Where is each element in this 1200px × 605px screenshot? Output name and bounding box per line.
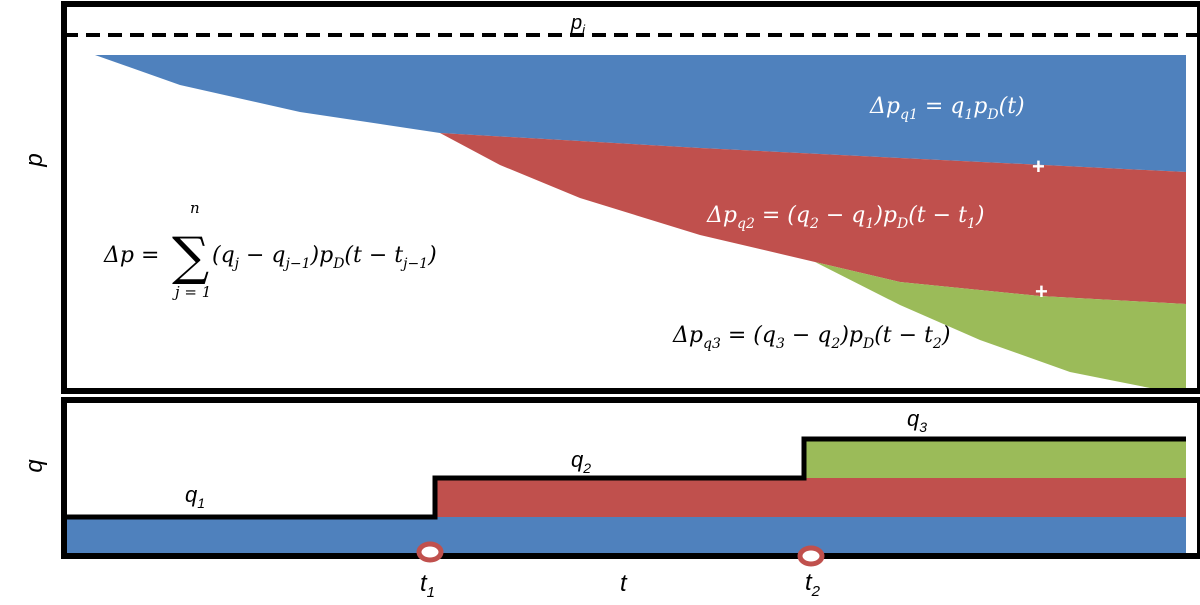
sum-upper-limit: n xyxy=(190,199,200,217)
pressure-panel-frame xyxy=(61,1,1200,394)
red-region-dp-q2 xyxy=(440,133,1186,304)
blue-region-dp-q1 xyxy=(95,55,1186,172)
rate-panel-frame xyxy=(61,397,1200,559)
plus-sign-1: + xyxy=(1032,154,1045,179)
pressure-panel: pi Δpq1 = q1pD(t) + Δpq2 = (q2 − q1)pD(t… xyxy=(61,1,1200,394)
blue-rate-band-q1 xyxy=(64,517,1186,556)
t2-marker xyxy=(797,545,825,567)
rate-step-line xyxy=(64,436,1186,520)
equation-dp-q1: Δpq1 = q1pD(t) xyxy=(869,94,1025,123)
q1-label: q1 xyxy=(185,482,205,511)
red-rate-band-q2 xyxy=(437,478,1186,517)
q2-label: q2 xyxy=(571,447,591,476)
t1-marker xyxy=(416,541,444,563)
sum-lhs: Δp = xyxy=(103,243,159,268)
t1-label: t1 xyxy=(420,570,435,601)
q3-label: q3 xyxy=(907,406,927,435)
green-region-dp-q3 xyxy=(815,262,1186,391)
equation-dp-q2: Δpq2 = (q2 − q1)pD(t − t1) xyxy=(706,203,984,232)
p-axis-label: p xyxy=(21,153,48,167)
q-axis-label: q xyxy=(21,459,48,473)
sum-lower-limit: j = 1 xyxy=(172,283,211,301)
sum-symbol: ∑ xyxy=(172,227,209,287)
initial-pressure-label: pi xyxy=(570,12,586,37)
t-axis-label: t xyxy=(620,570,628,597)
sum-body: (qj − qj−1)pD(t − tj−1) xyxy=(212,243,437,272)
t2-label: t2 xyxy=(805,569,821,600)
rate-panel: q1 q2 q3 xyxy=(61,397,1200,559)
plus-sign-2: + xyxy=(1035,279,1048,304)
equation-dp-q3: Δpq3 = (q3 − q2)pD(t − t2) xyxy=(672,323,950,352)
superposition-sum-equation: Δp = ∑ n j = 1 (qj − qj−1)pD(t − tj−1) xyxy=(103,199,437,301)
green-rate-band-q3 xyxy=(806,439,1186,478)
